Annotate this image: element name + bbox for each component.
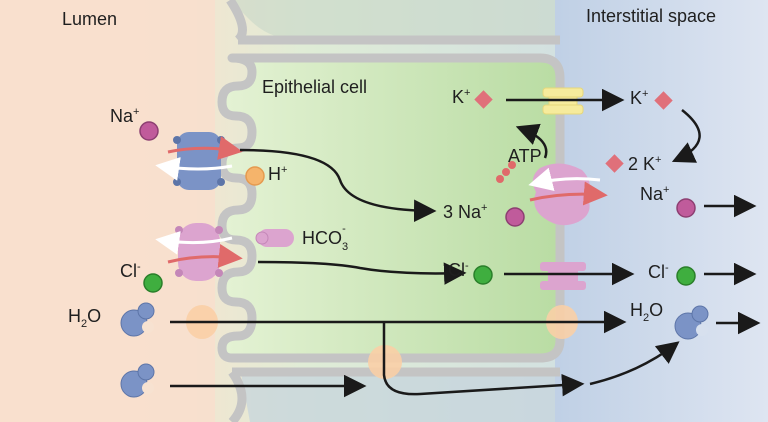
atp-phosphate-3 (496, 175, 504, 183)
lumen-label: Lumen (62, 9, 117, 29)
three-na-label: 3 Na+ (443, 202, 487, 222)
k-return-arrow (671, 109, 701, 163)
h2o-lumen-label: H2O (68, 306, 101, 330)
h-efflux-arrow (155, 156, 233, 181)
cl-influx-arrow (167, 244, 243, 268)
h-plus-label: H+ (268, 164, 287, 184)
membrane-bottom-curve (228, 369, 247, 422)
epithelial-cell-label: Epithelial cell (262, 77, 367, 97)
na-h-exchanger (173, 132, 225, 190)
three-na-dot (505, 207, 525, 227)
cl-lumen-label: Cl- (120, 261, 141, 281)
water-molecule-lumen-1 (120, 302, 155, 337)
h-dot (245, 166, 265, 186)
cl-to-cell-arrow (257, 260, 467, 285)
neighbor-cell-top (230, 0, 555, 40)
water-to-interstitium-arrow (589, 341, 680, 386)
water-branch-arrow (382, 322, 585, 397)
na-lumen-dot (139, 121, 159, 141)
na-out-dot (676, 198, 696, 218)
na-out-pump-arrow (528, 167, 601, 191)
hco3-label: HCO3- (302, 223, 348, 253)
atp-phosphate-1 (508, 161, 516, 169)
two-k-label: 2 K+ (628, 154, 661, 174)
k-cell-label: K+ (452, 87, 470, 107)
cl-channel (540, 262, 586, 290)
atp-label: ATP (508, 146, 542, 166)
atp-phosphate-2 (502, 168, 510, 176)
membrane-top-curve (226, 0, 247, 44)
k-cell-diamond (474, 90, 493, 109)
cl-lumen-dot (143, 273, 163, 293)
k-out-diamond (654, 91, 673, 110)
k-in-pump-arrow (529, 181, 608, 206)
cl-out-dot (676, 266, 696, 286)
interstitial-space-label: Interstitial space (586, 6, 716, 26)
hco3-capsule (255, 229, 294, 247)
two-k-diamond (605, 154, 624, 173)
na-out-label: Na+ (640, 184, 669, 204)
lumen-region (0, 0, 215, 422)
cl-cell-dot (473, 265, 493, 285)
na-to-pump-arrow (239, 148, 437, 223)
atp-to-k-arrow (515, 123, 548, 159)
h2o-out-label: H2O (630, 300, 663, 324)
water-molecule-lumen-2 (120, 363, 155, 398)
hco3-efflux-arrow (155, 230, 233, 255)
k-out-label: K+ (630, 88, 648, 108)
na-influx-arrow (167, 136, 243, 160)
cl-cell-label: Cl- (448, 260, 469, 280)
neighbor-cell-bottom (240, 368, 555, 422)
water-molecule-interstitial (674, 305, 709, 340)
cl-out-label: Cl- (648, 262, 669, 282)
na-lumen-label: Na+ (110, 106, 139, 126)
cl-hco3-exchanger (175, 223, 223, 281)
